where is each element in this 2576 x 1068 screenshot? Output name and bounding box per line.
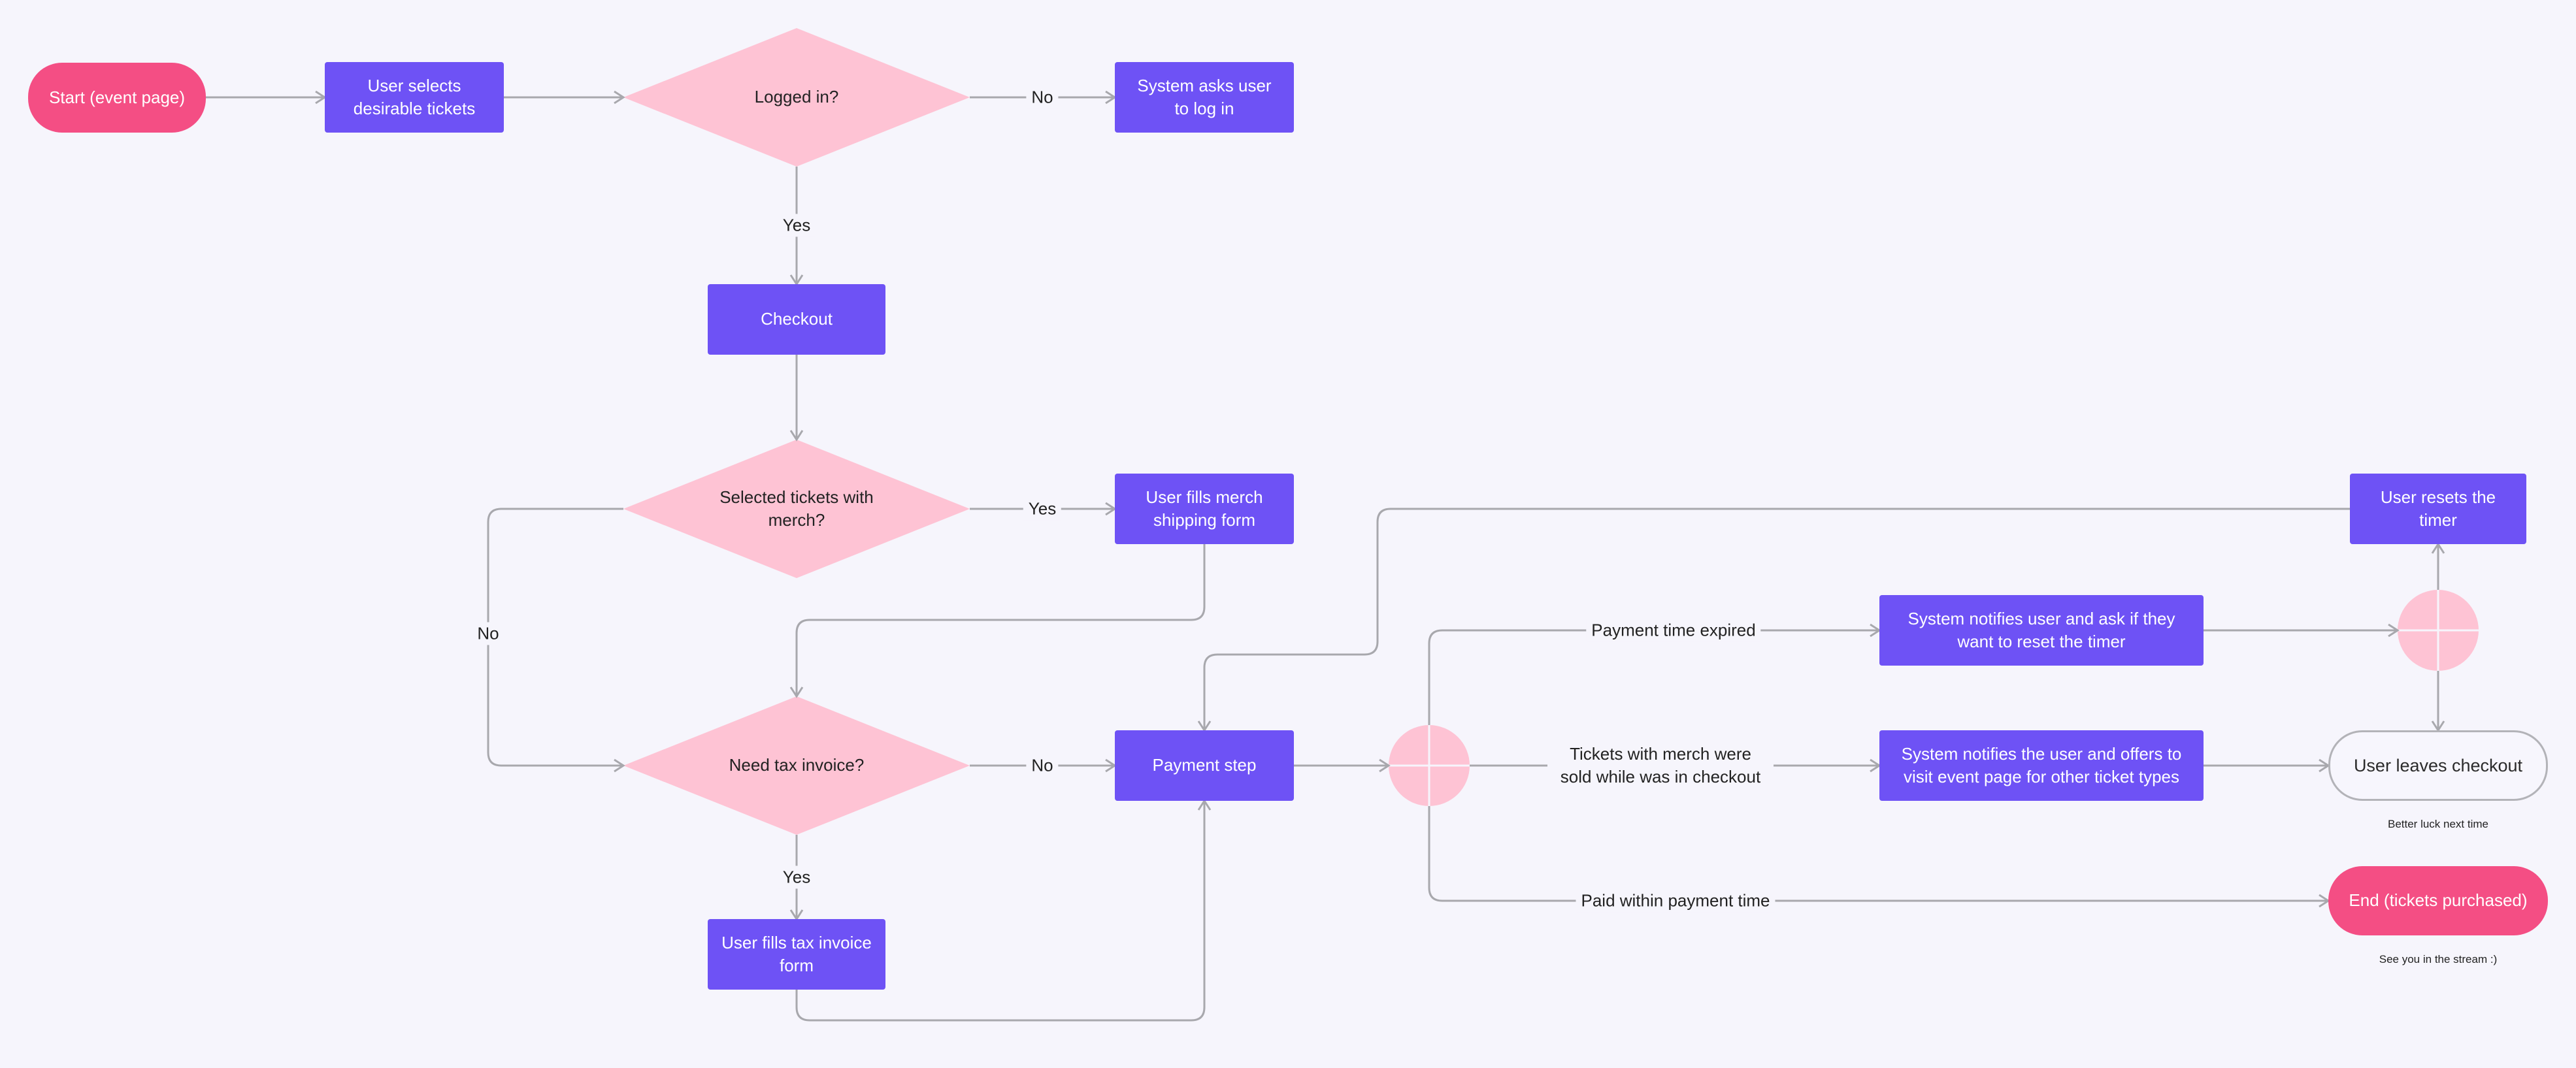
- ask-login-node: System asks user to log in: [1115, 62, 1294, 133]
- notify-timer-node: System notifies user and ask if they wan…: [1879, 595, 2204, 666]
- edge-reset-to-payment: [1197, 508, 2350, 732]
- edge-tax-form-to-payment: [795, 799, 1212, 1022]
- checkout-node: Checkout: [708, 284, 885, 355]
- edge-label-login-no: No: [1026, 86, 1059, 109]
- decision-logged-in-shape: [623, 28, 970, 167]
- edge-payment-expired: [1428, 623, 1881, 725]
- merch-question-label: Selected tickets with merch?: [719, 487, 874, 530]
- note-end: See you in the stream :): [2379, 953, 2498, 965]
- reset-timer-node: User resets the timer: [2350, 474, 2526, 544]
- select-tickets-node: User selects desirable tickets: [325, 62, 504, 133]
- payment-step-node: Payment step: [1115, 730, 1294, 801]
- notify-merch-node: System notifies the user and offers to v…: [1879, 730, 2204, 801]
- leaves-checkout-node: User leaves checkout: [2328, 730, 2548, 801]
- edge-paid: [1428, 806, 2330, 908]
- end-node: End (tickets purchased): [2328, 866, 2548, 935]
- edge-label-tax-no: No: [1026, 754, 1059, 777]
- merge-circle-payment: [1389, 725, 1470, 806]
- start-node: Start (event page): [28, 63, 206, 133]
- edge-label-paid: Paid within payment time: [1576, 889, 1775, 913]
- edge-merch-form-to-tax: [789, 544, 1206, 698]
- decision-tax-shape: [623, 696, 970, 835]
- decision-merch-shape: [623, 440, 970, 578]
- edge-merch-no: [487, 508, 625, 773]
- tax-question-label: Need tax invoice?: [729, 755, 865, 775]
- edge-label-payment-expired: Payment time expired: [1586, 619, 1761, 642]
- edge-label-merch-no: No: [472, 622, 504, 645]
- edge-label-login-yes: Yes: [777, 214, 816, 237]
- edge-label-tax-yes: Yes: [777, 866, 816, 889]
- edge-label-merch-sold: Tickets with merch were sold while was i…: [1547, 742, 1774, 789]
- edge-label-merch-yes: Yes: [1023, 497, 1062, 521]
- merge-circle-timer: [2398, 590, 2479, 671]
- logged-in-label: Logged in?: [754, 87, 839, 107]
- note-leaves-checkout: Better luck next time: [2387, 818, 2489, 830]
- merch-form-node: User fills merch shipping form: [1115, 474, 1294, 544]
- tax-form-node: User fills tax invoice form: [708, 919, 885, 990]
